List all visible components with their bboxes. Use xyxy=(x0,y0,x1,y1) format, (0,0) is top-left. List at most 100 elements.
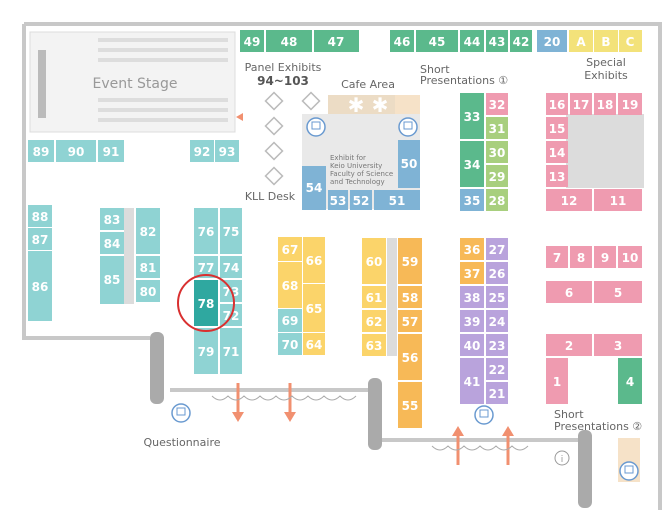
booth-68[interactable]: 68 xyxy=(278,262,302,308)
booth-52[interactable]: 52 xyxy=(350,190,372,210)
booth-6[interactable]: 6 xyxy=(546,281,592,303)
booth-34[interactable]: 34 xyxy=(460,141,484,187)
booth-30[interactable]: 30 xyxy=(486,141,508,163)
booth-18[interactable]: 18 xyxy=(594,93,616,115)
booth-B[interactable]: B xyxy=(594,30,618,52)
booth-11[interactable]: 11 xyxy=(594,189,642,211)
booth-26[interactable]: 26 xyxy=(486,262,508,284)
booth-50[interactable]: 50 xyxy=(398,140,420,188)
booth-41[interactable]: 41 xyxy=(460,358,484,404)
booth-86[interactable]: 86 xyxy=(28,251,52,321)
booth-85[interactable]: 85 xyxy=(100,256,124,304)
booth-C[interactable]: C xyxy=(619,30,642,52)
booth-48[interactable]: 48 xyxy=(266,30,312,52)
booth-70[interactable]: 70 xyxy=(278,333,302,355)
booth-46[interactable]: 46 xyxy=(390,30,414,52)
short-presentations-2-label-b: Presentations ② xyxy=(554,420,642,433)
booth-1[interactable]: 1 xyxy=(546,358,568,404)
booth-12[interactable]: 12 xyxy=(546,189,592,211)
booth-38[interactable]: 38 xyxy=(460,286,484,308)
booth-5[interactable]: 5 xyxy=(594,281,642,303)
booth-53[interactable]: 53 xyxy=(328,190,348,210)
booth-27[interactable]: 27 xyxy=(486,238,508,260)
booth-76[interactable]: 76 xyxy=(194,208,218,254)
booth-54[interactable]: 54 xyxy=(302,166,326,210)
booth-A[interactable]: A xyxy=(569,30,593,52)
booth-32[interactable]: 32 xyxy=(486,93,508,115)
booth-37[interactable]: 37 xyxy=(460,262,484,284)
booth-49[interactable]: 49 xyxy=(240,30,264,52)
booth-84[interactable]: 84 xyxy=(100,232,124,254)
booth-9[interactable]: 9 xyxy=(594,246,616,268)
booth-69[interactable]: 69 xyxy=(278,309,302,332)
booth-7[interactable]: 7 xyxy=(546,246,568,268)
booth-63[interactable]: 63 xyxy=(362,334,386,356)
booth-60[interactable]: 60 xyxy=(362,238,386,284)
booth-13[interactable]: 13 xyxy=(546,165,568,187)
booth-90[interactable]: 90 xyxy=(56,140,96,162)
booth-22[interactable]: 22 xyxy=(486,358,508,380)
booth-24[interactable]: 24 xyxy=(486,310,508,332)
booth-44[interactable]: 44 xyxy=(460,30,484,52)
booth-19[interactable]: 19 xyxy=(618,93,642,115)
booth-71[interactable]: 71 xyxy=(220,328,242,374)
booth-39[interactable]: 39 xyxy=(460,310,484,332)
booth-91[interactable]: 91 xyxy=(98,140,124,162)
booth-61[interactable]: 61 xyxy=(362,286,386,308)
booth-21[interactable]: 21 xyxy=(486,382,508,404)
booth-40[interactable]: 40 xyxy=(460,334,484,356)
booth-16[interactable]: 16 xyxy=(546,93,568,115)
svg-text:Exhibit for: Exhibit for xyxy=(330,154,366,162)
booth-45[interactable]: 45 xyxy=(416,30,458,52)
booth-80[interactable]: 80 xyxy=(136,280,160,302)
booth-57[interactable]: 57 xyxy=(398,310,422,332)
booth-4[interactable]: 4 xyxy=(618,358,642,404)
booth-20[interactable]: 20 xyxy=(537,30,567,52)
booth-88[interactable]: 88 xyxy=(28,205,52,227)
booth-82[interactable]: 82 xyxy=(136,208,160,254)
booth-8[interactable]: 8 xyxy=(570,246,592,268)
booth-66[interactable]: 66 xyxy=(303,237,325,283)
booth-87[interactable]: 87 xyxy=(28,228,52,250)
booth-75[interactable]: 75 xyxy=(220,208,242,254)
booth-65[interactable]: 65 xyxy=(303,284,325,332)
booth-81[interactable]: 81 xyxy=(136,256,160,278)
booth-55[interactable]: 55 xyxy=(398,382,422,428)
booth-35[interactable]: 35 xyxy=(460,189,484,211)
booth-33[interactable]: 33 xyxy=(460,93,484,139)
booth-77[interactable]: 77 xyxy=(194,256,218,278)
booth-14[interactable]: 14 xyxy=(546,141,568,163)
booth-15[interactable]: 15 xyxy=(546,117,568,139)
booth-42[interactable]: 42 xyxy=(510,30,532,52)
booth-78[interactable]: 78 xyxy=(194,280,218,326)
booth-56[interactable]: 56 xyxy=(398,334,422,380)
booth-67[interactable]: 67 xyxy=(278,237,302,261)
booth-79[interactable]: 79 xyxy=(194,328,218,374)
svg-text:63: 63 xyxy=(366,339,383,353)
booth-17[interactable]: 17 xyxy=(570,93,592,115)
booth-64[interactable]: 64 xyxy=(303,333,325,355)
pillar xyxy=(578,430,592,508)
booth-74[interactable]: 74 xyxy=(220,256,242,278)
booth-28[interactable]: 28 xyxy=(486,189,508,211)
booth-58[interactable]: 58 xyxy=(398,286,422,308)
booth-93[interactable]: 93 xyxy=(215,140,239,162)
booth-23[interactable]: 23 xyxy=(486,334,508,356)
booth-59[interactable]: 59 xyxy=(398,238,422,284)
booth-51[interactable]: 51 xyxy=(374,190,420,210)
booth-29[interactable]: 29 xyxy=(486,165,508,187)
booth-25[interactable]: 25 xyxy=(486,286,508,308)
svg-text:14: 14 xyxy=(549,146,566,160)
booth-92[interactable]: 92 xyxy=(190,140,214,162)
pillar xyxy=(150,332,164,404)
booth-36[interactable]: 36 xyxy=(460,238,484,260)
booth-10[interactable]: 10 xyxy=(618,246,642,268)
booth-31[interactable]: 31 xyxy=(486,117,508,139)
booth-83[interactable]: 83 xyxy=(100,208,124,230)
booth-3[interactable]: 3 xyxy=(594,334,642,356)
booth-43[interactable]: 43 xyxy=(486,30,508,52)
booth-62[interactable]: 62 xyxy=(362,310,386,332)
booth-2[interactable]: 2 xyxy=(546,334,592,356)
booth-47[interactable]: 47 xyxy=(314,30,359,52)
booth-89[interactable]: 89 xyxy=(28,140,54,162)
